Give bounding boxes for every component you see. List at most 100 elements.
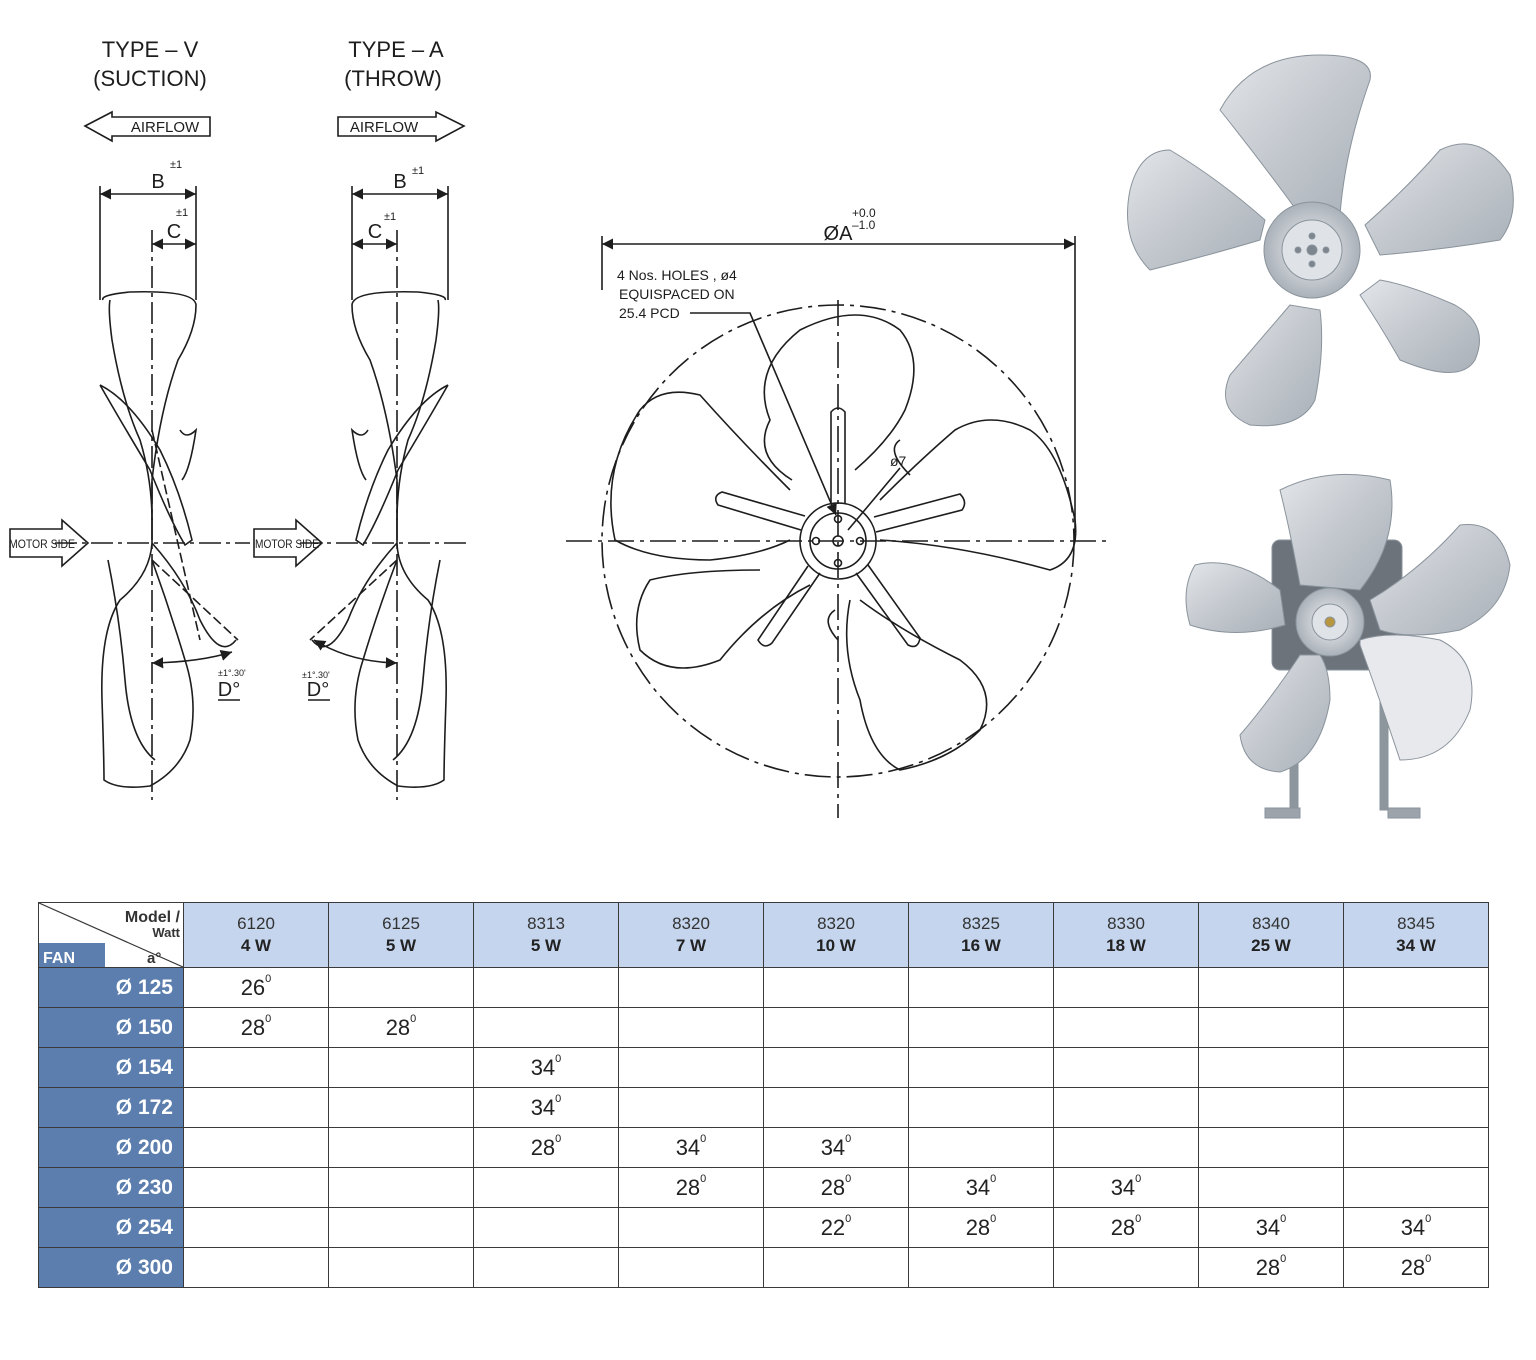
fan-diameter-cell: Ø 172 [38, 1087, 184, 1128]
type-a-dim-c: C [368, 221, 382, 243]
angle-cell [328, 967, 474, 1008]
degree-mark: 0 [1135, 1172, 1142, 1185]
type-a-airflow-label: AIRFLOW [350, 119, 419, 136]
model-number: 8313 [527, 914, 565, 933]
corner-watt-label: Watt [152, 925, 180, 940]
degree-mark: 0 [265, 972, 272, 985]
angle-value: 28 [1400, 1254, 1426, 1280]
angle-cell [763, 1087, 909, 1128]
angle-cell [618, 1247, 764, 1288]
model-watt: 18 W [1106, 936, 1146, 955]
angle-cell [1198, 967, 1344, 1008]
angle-cell [1343, 1007, 1489, 1048]
angle-cell [183, 1247, 329, 1288]
angle-cell [473, 1167, 619, 1208]
model-watt: 25 W [1251, 936, 1291, 955]
degree-mark: 0 [1280, 1252, 1287, 1265]
degree-mark: 0 [845, 1212, 852, 1225]
degree-mark: 0 [555, 1132, 562, 1145]
angle-cell: 280 [763, 1167, 909, 1208]
svg-text:±1°.30': ±1°.30' [218, 668, 246, 678]
fan-diameter-cell: Ø 125 [38, 967, 184, 1008]
model-number: 8345 [1397, 914, 1435, 933]
angle-cell: 280 [183, 1007, 329, 1048]
angle-cell [183, 1047, 329, 1088]
degree-mark: 0 [1280, 1212, 1287, 1225]
angle-cell [763, 1247, 909, 1288]
angle-cell: 340 [1053, 1167, 1199, 1208]
angle-value: 34 [1400, 1214, 1426, 1240]
angle-value: 28 [1110, 1214, 1136, 1240]
angle-cell: 280 [328, 1007, 474, 1048]
angle-value: 28 [820, 1174, 846, 1200]
type-v-dim-c: C [167, 221, 181, 243]
fan-diameter-cell: Ø 200 [38, 1127, 184, 1168]
type-v-side-view: TYPE – V (SUCTION) AIRFLOW B ±1 C ±1 D° … [9, 37, 250, 800]
svg-text:±1: ±1 [412, 165, 424, 177]
fan-blade-photo [1127, 54, 1514, 427]
angle-value: 22 [820, 1214, 846, 1240]
type-a-dim-d: D° [307, 679, 329, 701]
angle-cell: 260 [183, 967, 329, 1008]
model-watt: 7 W [675, 936, 707, 955]
angle-cell [908, 1047, 1054, 1088]
angle-cell: 220 [763, 1207, 909, 1248]
angle-cell: 340 [473, 1047, 619, 1088]
table-corner-cell: Model / Watt a° FAN [38, 902, 184, 968]
airflow-arrow-left [83, 110, 211, 143]
airflow-arrow-right [337, 110, 466, 143]
angle-cell [1198, 1007, 1344, 1048]
angle-value: 34 [530, 1094, 556, 1120]
motor-side-label-v: MOTOR SIDE [9, 537, 75, 551]
fan-motor-photo [1185, 473, 1511, 819]
svg-text:±1: ±1 [384, 211, 396, 223]
holes-note-line-1: 4 Nos. HOLES , ø4 [617, 267, 737, 283]
angle-cell [763, 1007, 909, 1048]
model-header-7: 8340 25 W [1198, 902, 1344, 968]
angle-cell [618, 1087, 764, 1128]
degree-mark: 0 [845, 1132, 852, 1145]
fan-diameter-cell: Ø 150 [38, 1007, 184, 1048]
model-watt: 5 W [385, 936, 417, 955]
angle-cell [908, 1127, 1054, 1168]
degree-mark: 0 [990, 1172, 997, 1185]
holes-note-line-2: EQUISPACED ON [619, 286, 735, 302]
model-number: 8340 [1252, 914, 1290, 933]
angle-cell [1343, 1047, 1489, 1088]
model-watt: 10 W [816, 936, 856, 955]
angle-value: 28 [530, 1134, 556, 1160]
type-a-subtitle: (THROW) [344, 66, 442, 91]
type-a-title: TYPE – A [348, 37, 444, 62]
model-watt: 4 W [240, 936, 272, 955]
angle-value: 28 [1255, 1254, 1281, 1280]
angle-cell [908, 1007, 1054, 1048]
angle-cell [328, 1207, 474, 1248]
angle-cell [1053, 1007, 1199, 1048]
angle-cell: 340 [1343, 1207, 1489, 1248]
angle-cell [183, 1167, 329, 1208]
model-number: 8320 [672, 914, 710, 933]
svg-text:+0.0: +0.0 [852, 206, 876, 220]
angle-cell [908, 1087, 1054, 1128]
corner-diagonal: Model / Watt a° FAN [39, 903, 183, 967]
angle-cell [328, 1047, 474, 1088]
degree-mark: 0 [700, 1132, 707, 1145]
angle-cell [1053, 1087, 1199, 1128]
model-watt: 16 W [961, 936, 1001, 955]
degree-mark: 0 [1425, 1212, 1432, 1225]
type-v-dim-b: B [151, 171, 164, 193]
fan-diameter-cell: Ø 230 [38, 1167, 184, 1208]
degree-mark: 0 [700, 1172, 707, 1185]
angle-cell [328, 1127, 474, 1168]
